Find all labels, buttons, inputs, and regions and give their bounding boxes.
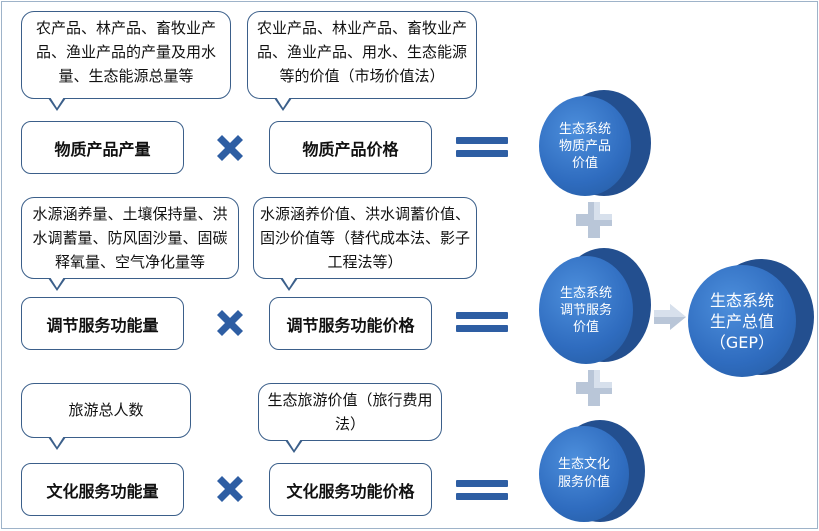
material-product-value-disc: 生态系统 物质产品 价值	[539, 90, 651, 198]
regulating-service-value-label: 生态系统 调节服务 价值	[539, 256, 633, 364]
material-quantity-box: 物质产品产量	[21, 121, 184, 174]
cultural-quantity-callout: 旅游总人数	[21, 383, 191, 450]
cultural-service-value-label: 生态文化 服务价值	[539, 426, 629, 522]
cultural-price-desc: 生态旅游价值（旅行费用法）	[267, 391, 433, 433]
cultural-quantity-desc: 旅游总人数	[68, 401, 144, 419]
multiply-icon	[217, 310, 243, 336]
material-price-callout: 农业产品、林业产品、畜牧业产品、渔业产品、用水、生态能源等的价值（市场价值法）	[247, 11, 477, 111]
equals-icon	[456, 480, 508, 502]
regulating-price-callout: 水源涵养价值、洪水调蓄价值、固沙价值等（替代成本法、影子工程法等）	[253, 197, 477, 291]
equals-icon	[456, 137, 508, 159]
cultural-price-label: 文化服务功能价格	[286, 481, 415, 501]
regulating-service-value-disc: 生态系统 调节服务 价值	[539, 248, 651, 366]
material-quantity-callout: 农产品、林产品、畜牧业产品、渔业产品的产量及用水量、生态能源总量等	[21, 11, 231, 111]
plus-icon	[576, 202, 612, 238]
material-price-label: 物质产品价格	[302, 139, 399, 159]
regulating-price-desc: 水源涵养价值、洪水调蓄价值、固沙价值等（替代成本法、影子工程法等）	[260, 205, 471, 271]
regulating-quantity-label: 调节服务功能量	[46, 315, 159, 335]
regulating-quantity-desc: 水源涵养量、土壤保持量、洪水调蓄量、防风固沙量、固碳释氧量、空气净化量等	[32, 205, 228, 271]
material-quantity-desc: 农产品、林产品、畜牧业产品、渔业产品的产量及用水量、生态能源总量等	[35, 19, 216, 85]
material-price-desc: 农业产品、林业产品、畜牧业产品、渔业产品、用水、生态能源等的价值（市场价值法）	[256, 19, 467, 85]
material-price-box: 物质产品价格	[269, 121, 432, 174]
cultural-quantity-label: 文化服务功能量	[46, 481, 159, 501]
gep-total-label: 生态系统 生产总值 （GEP）	[688, 265, 796, 377]
material-product-value-label: 生态系统 物质产品 价值	[539, 96, 631, 196]
cultural-price-box: 文化服务功能价格	[269, 463, 432, 516]
multiply-icon	[217, 476, 243, 502]
cultural-price-callout: 生态旅游价值（旅行费用法）	[258, 383, 442, 453]
regulating-price-label: 调节服务功能价格	[286, 315, 415, 335]
multiply-icon	[217, 135, 243, 161]
material-quantity-label: 物质产品产量	[54, 139, 151, 159]
cultural-service-value-disc: 生态文化 服务价值	[539, 420, 645, 524]
regulating-quantity-box: 调节服务功能量	[21, 297, 184, 350]
equals-icon	[456, 312, 508, 334]
arrow-right-icon	[654, 304, 686, 330]
gep-total-disc: 生态系统 生产总值 （GEP）	[688, 259, 816, 379]
plus-icon	[576, 370, 612, 406]
regulating-quantity-callout: 水源涵养量、土壤保持量、洪水调蓄量、防风固沙量、固碳释氧量、空气净化量等	[21, 197, 239, 291]
regulating-price-box: 调节服务功能价格	[269, 297, 432, 350]
cultural-quantity-box: 文化服务功能量	[21, 463, 184, 516]
